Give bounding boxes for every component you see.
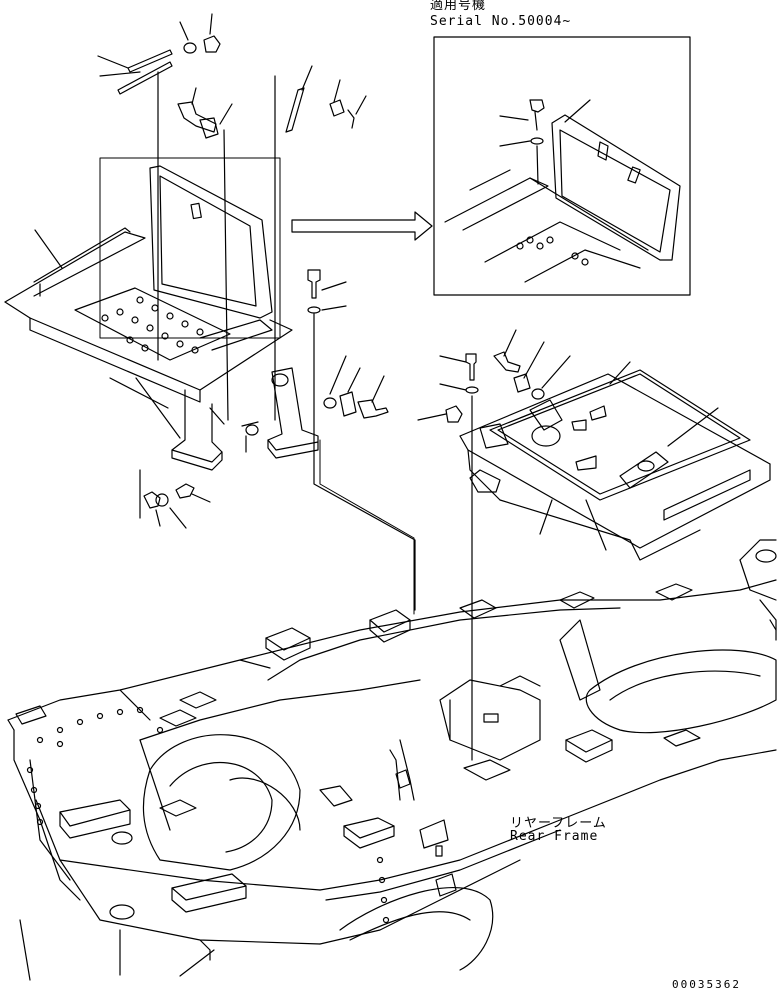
washer-icon	[531, 138, 543, 144]
bolt-icon	[178, 102, 216, 132]
rear-frame-label-jp: リヤーフレーム	[510, 816, 607, 831]
plate-washer-icon	[514, 374, 530, 392]
bolt-icon	[494, 352, 520, 372]
rod-icon	[128, 50, 172, 72]
washer-icon	[184, 43, 196, 53]
nut-icon	[246, 425, 258, 435]
inset-variant-view	[434, 37, 690, 295]
bolt-icon	[530, 100, 544, 130]
nut-icon	[532, 389, 544, 399]
nut-icon	[144, 492, 160, 508]
nut-icon	[324, 398, 336, 408]
floor-assembly-right	[418, 330, 770, 760]
nut-icon	[446, 406, 462, 422]
rear-frame	[8, 540, 776, 980]
rod-icon	[118, 62, 172, 94]
nut-icon	[204, 36, 220, 52]
bolt-icon	[466, 354, 476, 380]
bolt-icon	[308, 270, 320, 298]
washer-icon	[156, 494, 168, 506]
hardware-top-left	[98, 14, 415, 610]
bolt-icon	[176, 484, 194, 498]
inset-serial-number: Serial No.50004~	[430, 14, 572, 29]
inset-applicable-label: 適用号機	[430, 0, 487, 13]
clamp-icon	[200, 118, 218, 138]
rod-icon	[286, 88, 304, 132]
bracket-icon	[330, 100, 344, 116]
rear-frame-label-en: Rear Frame	[510, 829, 599, 844]
washer-icon	[308, 307, 320, 313]
bolt-icon	[358, 400, 388, 418]
document-number: 00035362	[672, 978, 741, 991]
floor-assembly-left	[5, 158, 388, 528]
assembly-leader-lines	[320, 440, 414, 614]
direction-arrow	[292, 212, 432, 240]
plate-washer-icon	[340, 392, 356, 416]
washer-icon	[466, 387, 478, 393]
